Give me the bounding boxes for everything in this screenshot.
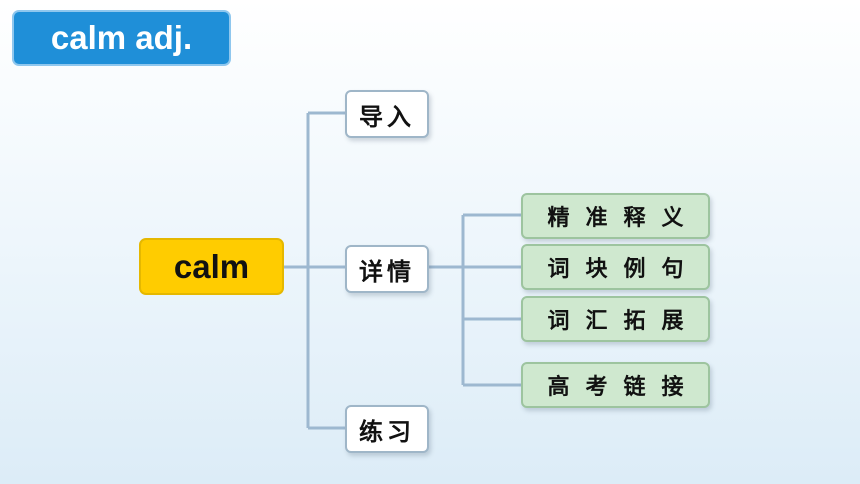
- title-badge: calm adj.: [12, 10, 231, 66]
- detail-item-exam-link[interactable]: 高考链接: [521, 362, 710, 408]
- branch-details[interactable]: 详情: [345, 245, 429, 293]
- branch-practice[interactable]: 练习: [345, 405, 429, 453]
- detail-item-vocabulary-extension[interactable]: 词汇拓展: [521, 296, 710, 342]
- detail-item-example-sentences[interactable]: 词块例句: [521, 244, 710, 290]
- detail-item-definition[interactable]: 精准释义: [521, 193, 710, 239]
- branch-intro[interactable]: 导入: [345, 90, 429, 138]
- root-node[interactable]: calm: [139, 238, 284, 295]
